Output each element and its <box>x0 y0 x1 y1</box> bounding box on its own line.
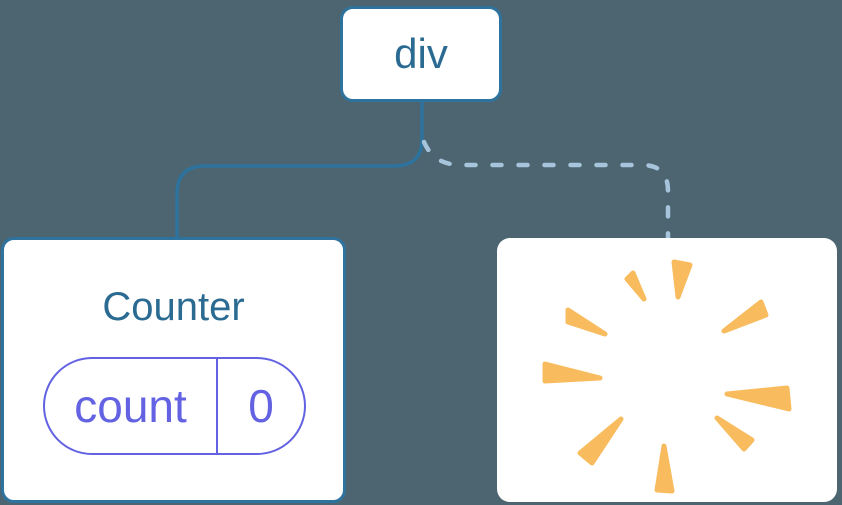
connector-solid-line <box>175 101 424 238</box>
root-div-node: div <box>340 6 502 102</box>
burst-ray <box>577 416 624 466</box>
state-key-label: count <box>74 380 187 432</box>
burst-ray <box>565 307 608 337</box>
burst-ray <box>724 385 792 412</box>
burst-ray <box>654 443 675 494</box>
burst-ray <box>714 415 755 452</box>
state-key-cell: count <box>45 359 218 453</box>
burst-ray <box>542 361 603 384</box>
counter-node: Counter count 0 <box>1 237 346 503</box>
burst-ray <box>671 259 693 300</box>
root-div-node-label: div <box>394 30 448 77</box>
burst-ray <box>624 270 647 302</box>
poof-burst-icon <box>542 259 792 494</box>
state-pill: count 0 <box>43 357 306 455</box>
burst-ray <box>721 299 769 334</box>
counter-node-title: Counter <box>102 285 245 329</box>
removed-node <box>497 238 837 502</box>
state-value-label: 0 <box>248 380 274 432</box>
state-value-cell: 0 <box>218 359 304 453</box>
connector-dashed-line <box>421 139 671 242</box>
